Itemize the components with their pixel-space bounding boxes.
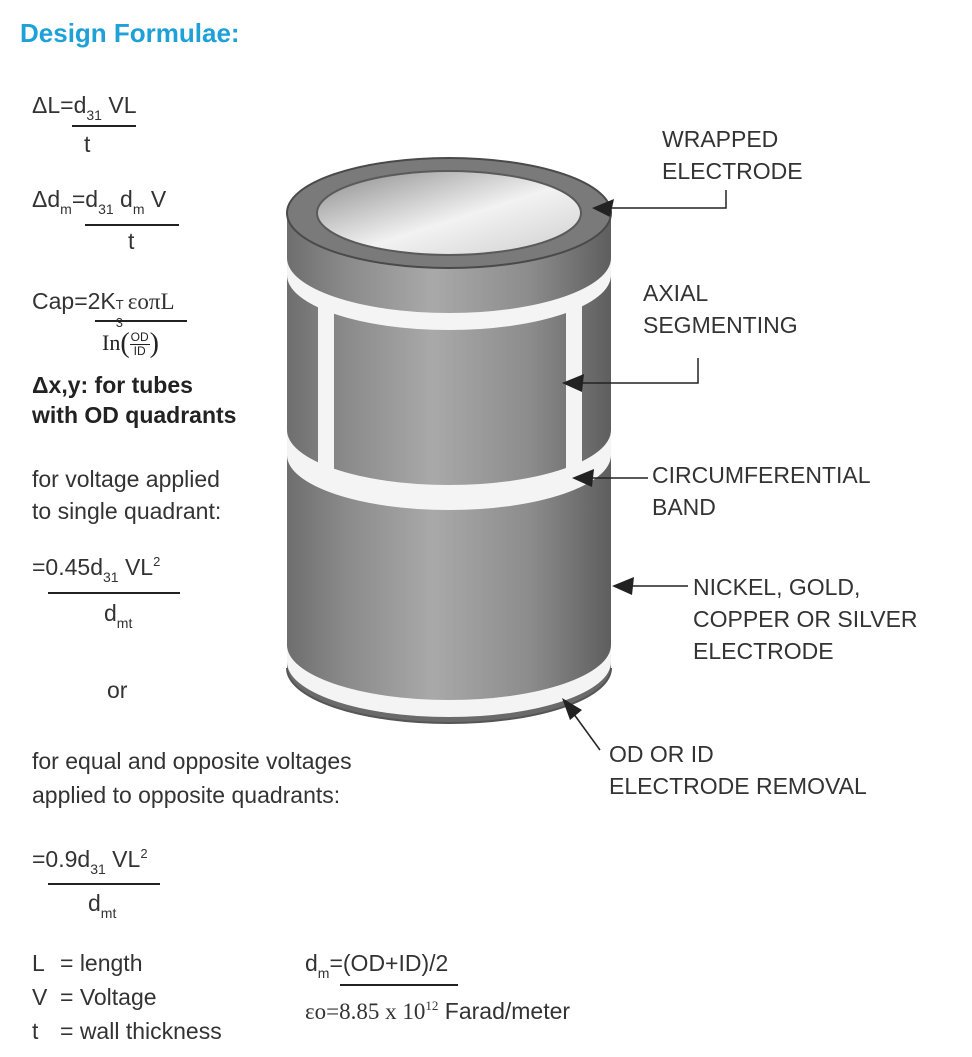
formula-delta-dm-numerator: Δdm=d31 dm V	[32, 186, 167, 217]
leader-wrapped	[600, 190, 727, 209]
arrowhead-band	[572, 469, 594, 487]
upper-band	[287, 258, 611, 330]
arrowhead-removal	[562, 698, 582, 720]
opposite-quadrants-line1: for equal and opposite voltages	[32, 748, 352, 774]
single-quadrant-line2: to single quadrant:	[32, 498, 222, 524]
formula-single-numerator: =0.45d31 VL2	[32, 554, 161, 585]
dxy-heading-line2: with OD quadrants	[32, 402, 237, 428]
leader-axial	[570, 358, 699, 384]
circumferential-band	[287, 430, 611, 510]
fraction-bar	[85, 224, 179, 226]
legend-thickness: t= wall thickness	[32, 1018, 222, 1044]
single-quadrant-line1: for voltage applied	[32, 466, 220, 492]
fraction-bar	[340, 984, 458, 986]
fraction-bar	[72, 125, 136, 127]
dxy-heading-line1: Δx,y: for tubes	[32, 372, 193, 398]
fraction-bar	[48, 883, 160, 885]
arrowhead-axial	[562, 374, 584, 392]
legend-voltage: V= Voltage	[32, 984, 157, 1010]
formula-delta-l-numerator: ΔL=d31 VL	[32, 92, 137, 123]
dm-definition: dm=(OD+ID)/2	[305, 950, 449, 981]
electrode-removal-band	[287, 645, 611, 717]
tube-body	[287, 215, 611, 710]
fraction-bar	[95, 320, 187, 322]
legend-length: L= length	[32, 950, 143, 976]
epsilon-definition: εo=8.85 x 1012 Farad/meter	[305, 998, 571, 1024]
formula-opposite-numerator: =0.9d31 VL2	[32, 846, 148, 877]
formula-delta-l-denominator: t	[84, 131, 91, 157]
arrowhead-wrapped	[592, 199, 614, 217]
formula-single-denominator: dmt	[104, 600, 133, 631]
tube-inner-bore	[316, 170, 582, 256]
formula-opposite-denominator: dmt	[88, 890, 117, 921]
axial-strip-left	[318, 293, 334, 478]
or-text: or	[107, 677, 128, 703]
opposite-quadrants-line2: applied to opposite quadrants:	[32, 782, 341, 808]
fraction-bar	[48, 592, 180, 594]
arrowhead-nickel	[612, 577, 634, 595]
page-title: Design Formulae:	[20, 18, 240, 48]
formula-delta-dm-denominator: t	[128, 228, 135, 254]
